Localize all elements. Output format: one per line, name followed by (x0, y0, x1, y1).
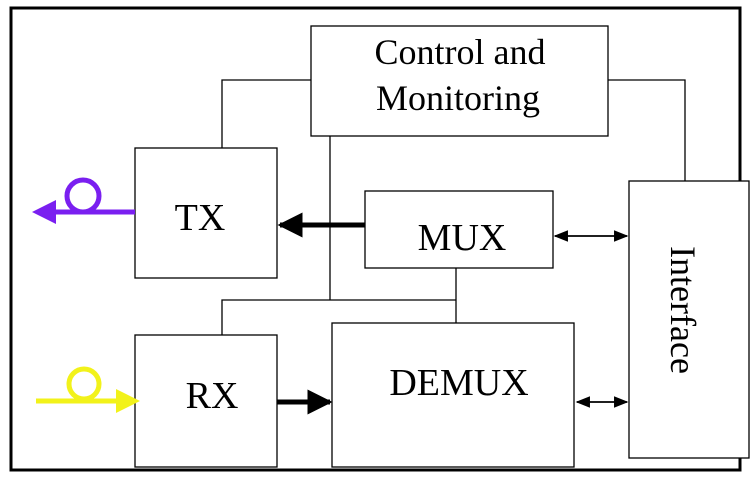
mux-block (364, 190, 554, 269)
rx-fiber-icon (36, 366, 140, 413)
control-to-tx-line (221, 79, 311, 148)
tx-fiber-icon (32, 177, 135, 224)
mux-label: MUX (418, 217, 507, 259)
rx-block (134, 334, 278, 468)
control-monitoring-block (310, 25, 609, 137)
tx-label: TX (175, 197, 226, 239)
control-label-line2: Monitoring (376, 78, 540, 118)
control-label-line1: Control and (375, 32, 546, 72)
demux-block (331, 322, 575, 468)
control-connectors (221, 79, 686, 335)
control-to-interface-line (608, 79, 686, 181)
demux-label: DEMUX (389, 362, 528, 404)
bus-line (221, 299, 456, 335)
interface-label: Interface (663, 246, 703, 374)
rx-label: RX (186, 375, 239, 417)
interface-block (628, 180, 750, 459)
